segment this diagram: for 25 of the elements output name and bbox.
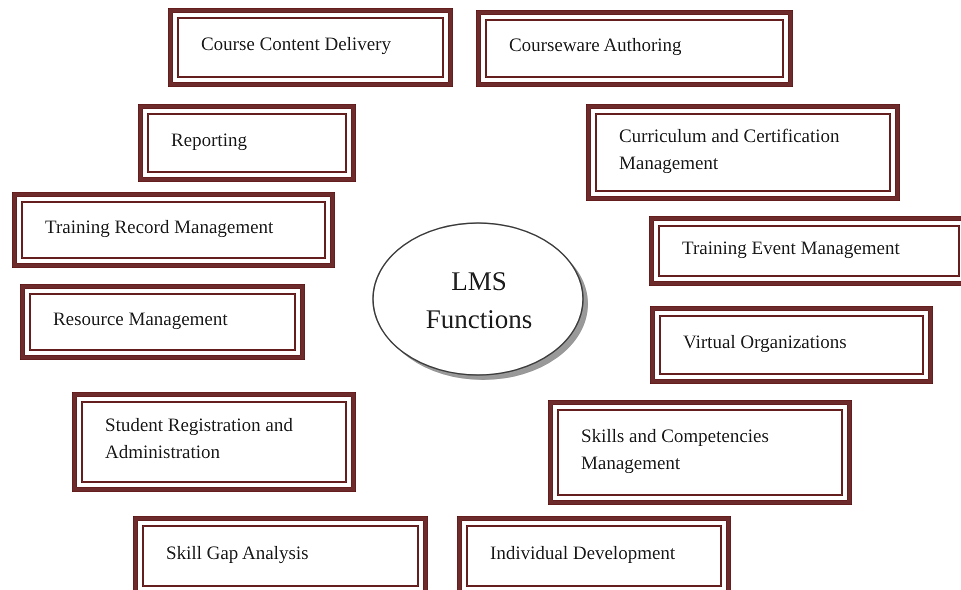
box-label: Student Registration and Administration: [105, 414, 294, 465]
function-box: [650, 306, 933, 384]
function-box: [548, 400, 852, 505]
box-label: Courseware Authoring: [509, 34, 682, 58]
function-box: [168, 8, 453, 87]
function-box: [12, 192, 335, 268]
box-label: Virtual Organizations: [683, 330, 847, 354]
function-box: [138, 104, 356, 182]
function-box: [133, 516, 428, 590]
box-label: Curriculum and Certification Management: [619, 124, 841, 176]
function-box: [457, 516, 731, 590]
box-label: Training Event Management: [682, 236, 900, 260]
node-title: LMS Functions: [424, 265, 534, 336]
function-box: [20, 284, 305, 360]
box-label: Training Record Management: [45, 216, 274, 240]
box-label: Skills and Competencies Management: [581, 424, 770, 476]
box-label: Skill Gap Analysis: [166, 542, 309, 566]
box-label: Reporting: [171, 128, 247, 152]
box-label: Individual Development: [490, 542, 676, 566]
box-label: Course Content Delivery: [201, 33, 391, 57]
function-box: [476, 10, 793, 87]
box-label: Resource Management: [53, 308, 228, 332]
function-box: [649, 216, 961, 286]
function-box: [72, 392, 356, 492]
function-box: [586, 104, 900, 201]
